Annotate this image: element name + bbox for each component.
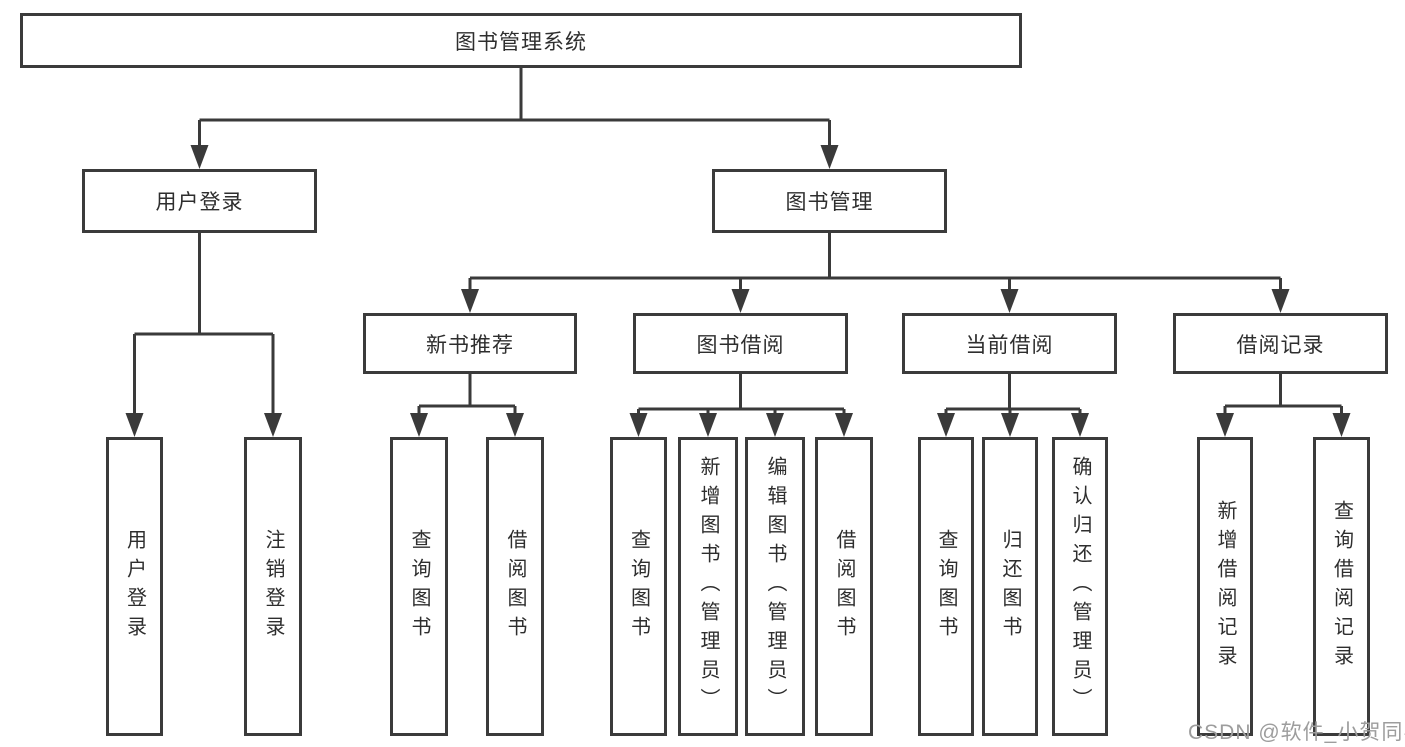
leaf-label: 查询图书 [935,528,957,645]
leaf-label: 编辑图书（管理员） [764,456,786,717]
leaf-borrow-books-borrowing: 借阅图书 [815,437,873,736]
node-book-management: 图书管理 [712,169,947,233]
connector-book-borrow-branch [637,374,846,414]
csdn-watermark: CSDN @软件_小贺同学 [1188,721,1405,744]
leaf-label: 新增图书（管理员） [697,456,719,717]
node-label: 新书推荐 [426,333,514,357]
leaf-logout: 注销登录 [244,437,302,736]
node-borrowing-records: 借阅记录 [1173,313,1388,374]
node-user-login: 用户登录 [82,169,317,233]
connector-paths [133,68,1343,414]
leaf-confirm-return-admin: 确认归还（管理员） [1052,437,1108,736]
connector-borrow-record-branch [1223,374,1343,414]
connector-current-borrow-branch [944,374,1082,414]
node-book-borrowing: 图书借阅 [633,313,848,374]
leaf-label: 查询借阅记录 [1330,499,1353,674]
connector-root-to-level2 [198,68,831,146]
connector-user-login-branch [133,233,275,414]
node-label: 当前借阅 [965,333,1054,357]
leaf-edit-books-admin: 编辑图书（管理员） [745,437,805,736]
leaf-add-borrow-record: 新增借阅记录 [1197,437,1253,736]
node-library-management-system: 图书管理系统 [20,13,1022,68]
node-label: 借阅记录 [1236,333,1325,357]
node-label: 图书管理 [785,191,874,214]
node-label: 图书借阅 [696,333,785,357]
leaf-label: 归还图书 [999,528,1021,645]
leaf-label: 查询图书 [408,528,430,645]
leaf-query-books-current: 查询图书 [918,437,974,736]
leaf-return-books: 归还图书 [982,437,1038,736]
leaf-label: 用户登录 [123,528,146,645]
node-label: 用户登录 [155,191,244,214]
leaf-label: 查询图书 [627,528,650,645]
leaf-add-books-admin: 新增图书（管理员） [678,437,738,736]
leaf-label: 新增借阅记录 [1214,499,1236,674]
leaf-query-books-borrowing: 查询图书 [610,437,667,736]
node-label: 图书管理系统 [455,30,587,54]
arrowheads [125,145,1351,437]
connector-new-book-branch [417,374,517,414]
connector-book-management-branch [468,233,1282,290]
leaf-query-borrow-record: 查询借阅记录 [1313,437,1370,736]
leaf-label: 注销登录 [262,528,284,645]
node-new-book-recommendation: 新书推荐 [363,313,577,374]
leaf-user-login: 用户登录 [106,437,163,736]
leaf-query-books-recommend: 查询图书 [390,437,448,736]
leaf-label: 借阅图书 [833,528,855,645]
node-current-borrowing: 当前借阅 [902,313,1117,374]
leaf-borrow-books-recommend: 借阅图书 [486,437,544,736]
leaf-label: 借阅图书 [504,528,526,645]
leaf-label: 确认归还（管理员） [1069,456,1091,717]
